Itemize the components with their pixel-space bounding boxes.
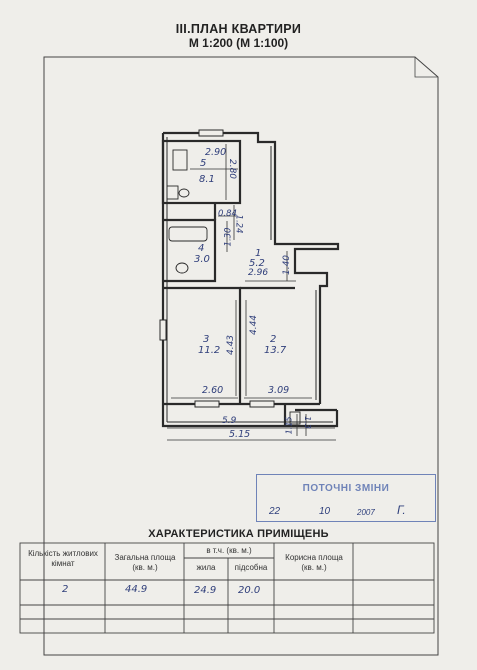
room-2-area: 13.7 — [264, 345, 287, 356]
bathtub — [168, 226, 208, 242]
stamp-month: 10 — [319, 506, 331, 517]
washbasin-icon — [178, 188, 190, 198]
ventilation-grille — [289, 411, 301, 425]
dimension-label: 1.24 — [233, 214, 244, 234]
window — [249, 400, 275, 408]
room-5-area: 8.1 — [199, 174, 215, 185]
scale-label: М 1:200 (М 1:100) — [188, 36, 289, 50]
shower-tray — [172, 149, 188, 171]
header-living: жила — [196, 563, 216, 572]
room-1-number: 1 — [255, 248, 262, 259]
header-including: в т.ч. (кв. м.) — [206, 546, 252, 555]
outer-wall-left — [161, 133, 339, 428]
stamp-year: 2007 — [357, 508, 375, 517]
cell-rooms-count: 2 — [62, 584, 69, 595]
dimension-label: 2.90 — [205, 147, 227, 158]
dimension-label: 1.3 — [302, 416, 312, 429]
dimension-label: 2.80 — [227, 158, 238, 180]
document-title: III.ПЛАН КВАРТИРИ — [175, 22, 302, 36]
header-useful-area: Корисна площа (кв. м.) — [285, 553, 343, 572]
room-4-number: 4 — [198, 243, 205, 254]
wc-walls — [163, 218, 217, 283]
table-caption: ХАРАКТЕРИСТИКА ПРИМІЩЕНЬ — [148, 528, 329, 540]
room-2-number: 2 — [270, 334, 277, 345]
window — [194, 400, 220, 408]
dimension-label: 4.43 — [226, 334, 237, 356]
room-4-area: 3.0 — [194, 254, 210, 265]
dimension-label: 4.44 — [249, 314, 260, 336]
cell-living-area: 24.9 — [194, 585, 217, 596]
stamp-signature: Г. — [397, 503, 406, 517]
room-1-area: 5.2 — [249, 258, 265, 269]
outer-wall — [163, 131, 340, 404]
stamp-day: 22 — [269, 506, 281, 517]
dimension-label: 0.84 — [218, 209, 237, 219]
header-auxiliary: підсобна — [234, 563, 268, 572]
stamp-heading: ПОТОЧНІ ЗМІНИ — [302, 483, 390, 494]
dimension-label: 1.30 — [223, 227, 234, 247]
frame-corner-fold — [414, 57, 438, 78]
cell-auxiliary-area: 20.0 — [238, 585, 261, 596]
room-5-number: 5 — [200, 158, 207, 169]
current-changes-stamp: ПОТОЧНІ ЗМІНИ 22 10 2007 Г. — [256, 474, 436, 522]
window — [198, 129, 224, 137]
window — [159, 319, 167, 341]
toilet-icon — [166, 185, 179, 200]
dimension-label: 2.96 — [248, 268, 269, 278]
bathroom-walls — [161, 139, 242, 205]
room-3-number: 3 — [203, 334, 210, 345]
dimension-label: 1.40 — [282, 254, 293, 276]
dimension-label: 5.9 — [222, 416, 237, 426]
header-total-area: Загальна площа (кв. м.) — [114, 553, 176, 572]
cell-total-area: 44.9 — [125, 584, 148, 595]
sink-icon — [175, 262, 189, 274]
dimension-label: 5.15 — [229, 429, 251, 440]
dimension-label: 1.15 — [284, 416, 294, 435]
header-rooms-count: Кількість житлових кімнат — [28, 549, 98, 568]
dimension-label: 2.60 — [202, 385, 224, 396]
room-3-area: 11.2 — [198, 345, 221, 356]
dimension-label: 3.09 — [268, 385, 290, 396]
